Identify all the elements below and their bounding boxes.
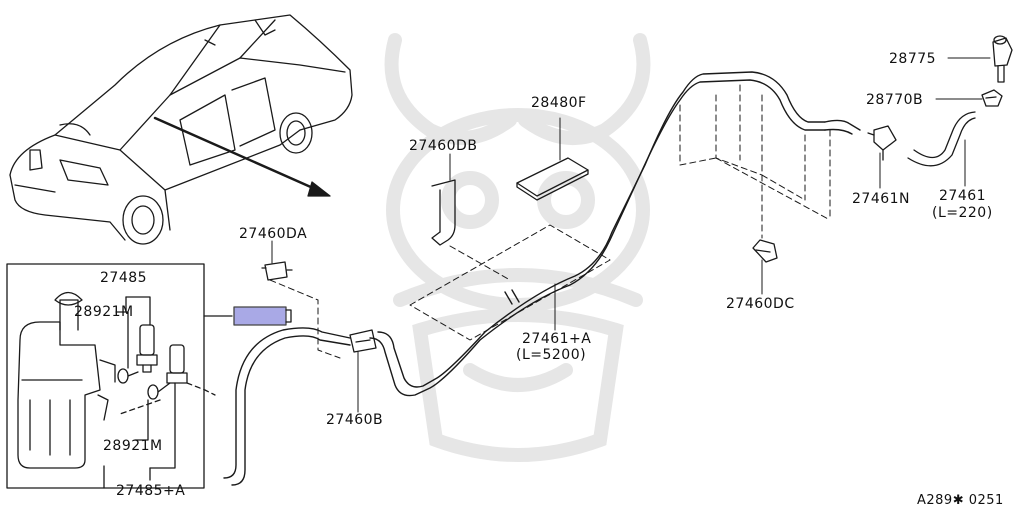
label-27460da: 27460DA [239,226,308,242]
dashed-guides [269,84,831,359]
label-27461-length: (L=220) [932,205,993,221]
label-27461n: 27461N [852,191,911,207]
label-27460db: 27460DB [409,138,478,154]
hose-bracket-upper [431,179,456,246]
label-27460b: 27460B [326,412,384,428]
label-27461a: 27461+A [522,331,592,347]
label-27460dc: 27460DC [726,296,795,312]
watermark-emblem [384,33,651,462]
label-28770b: 28770B [866,92,924,108]
hose-clip-left [261,261,293,281]
label-28921m-top: 28921M [74,304,134,320]
inset-frame [6,263,233,489]
hose-clip-right [752,239,778,263]
label-28480f: 28480F [531,95,587,111]
label-27485a: 27485+A [116,483,186,499]
label-27461a-length: (L=5200) [516,347,587,363]
figure-code: A289✱ 0251 [917,493,1004,508]
washer-hose [223,71,861,486]
washer-tank [17,291,116,469]
washer-pump-bottom [166,344,188,384]
sound-insulator [516,157,589,201]
nozzle-grommet [981,89,1003,107]
label-27461: 27461 [939,188,987,204]
washer-pump-top [136,324,158,373]
pointer-arrow [153,116,331,197]
label-27485: 27485 [100,270,148,286]
grommets [117,368,171,400]
label-leaders [271,57,991,413]
car-illustration [9,14,353,245]
hose-joint [349,329,377,353]
label-28921m-bottom: 28921M [103,438,163,454]
washer-nozzle [992,35,1013,83]
inset-leaders [115,296,216,481]
highlighted-part [233,306,292,326]
short-hose [907,111,976,167]
hose-connector [867,125,897,161]
label-28775: 28775 [889,51,937,67]
